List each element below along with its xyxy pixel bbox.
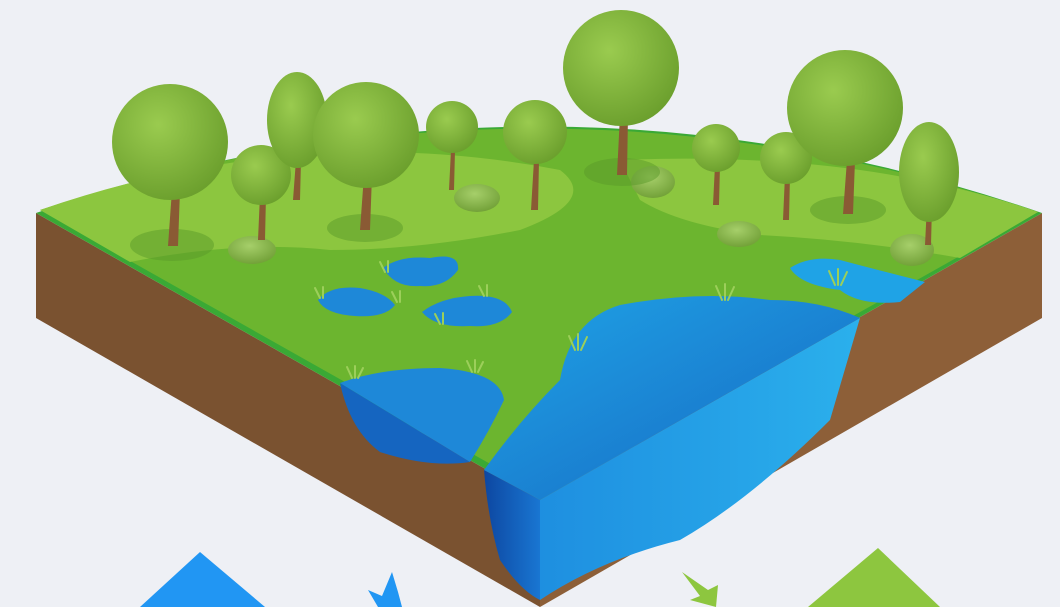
tree [787,50,903,224]
shrub [890,234,934,266]
grass-tuft [715,283,735,301]
plant-arrow-icon [682,548,940,607]
edge-pond-side [340,383,470,464]
small-ponds [318,256,925,327]
grass-tuft [478,284,488,297]
edge-pond-surface [340,368,504,462]
shrub [228,236,276,264]
tree [899,122,959,245]
shrub [717,221,761,247]
edge-pond [340,368,504,464]
grass-tuft [346,365,364,379]
tree [692,124,740,205]
grass-tufts [314,260,848,379]
pond-3 [422,295,512,327]
tree [503,100,567,210]
tree [760,132,812,220]
pond-2 [383,256,459,287]
tree [112,84,228,261]
tree [231,145,291,240]
trees [112,10,959,261]
pond-right [790,258,925,303]
grass-tuft [314,286,324,299]
lake-side-right [540,318,860,600]
grass-tuft [568,333,588,351]
shrubs [228,166,934,266]
grass-tuft [434,312,444,325]
grass-tuft [391,290,401,303]
tree [267,72,327,200]
grass-tuft [379,260,389,273]
tree [563,10,679,186]
water-arrow-icon [140,552,402,607]
grass-tuft [466,359,484,373]
soil-left-face [36,213,540,607]
grass-tuft [828,268,848,286]
tree [313,82,419,242]
shrub [454,184,500,212]
tree [426,101,478,190]
pond-1 [318,287,395,317]
lake-side-left [484,470,540,600]
